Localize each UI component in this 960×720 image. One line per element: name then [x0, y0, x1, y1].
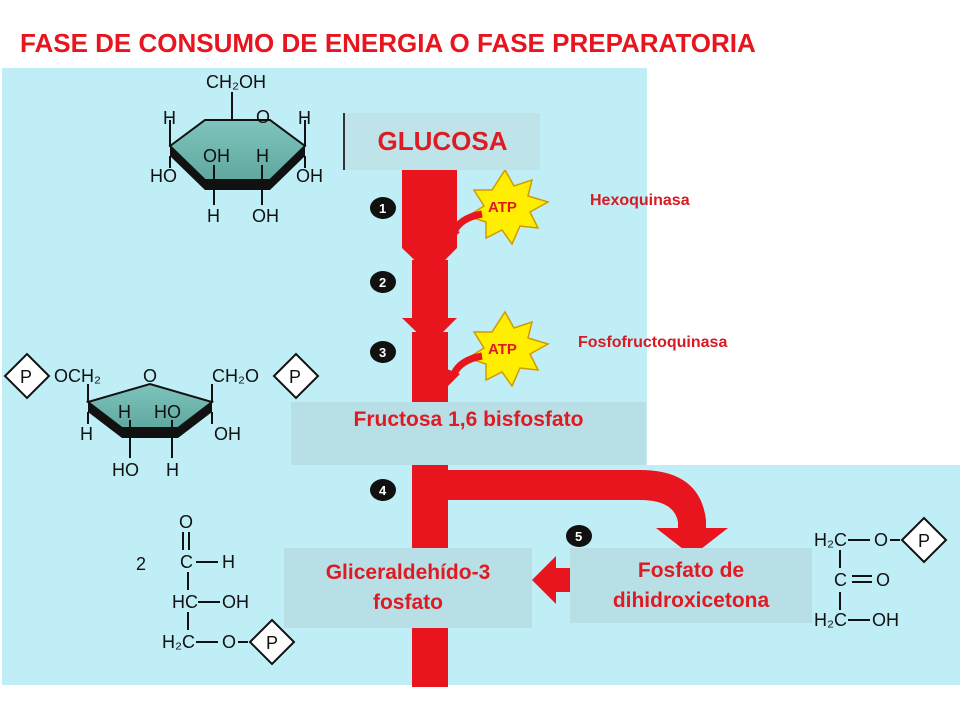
dhap-label-line-2: dihidroxicetona [612, 588, 770, 612]
svg-text:OH: OH [203, 146, 230, 166]
svg-text:O: O [876, 570, 890, 590]
step-badge-5: 5 [566, 525, 592, 547]
svg-text:2: 2 [136, 554, 146, 574]
atp-arrow-1 [450, 210, 483, 234]
svg-text:H: H [298, 108, 311, 128]
svg-text:CH₂OH: CH₂OH [206, 72, 266, 92]
atp-arrow-2 [450, 352, 483, 376]
svg-text:O: O [874, 530, 888, 550]
split-arrow [448, 470, 728, 556]
fructose-bisphosphate-label: Fructosa 1,6 bisfosfato [291, 402, 646, 465]
step-badge-2: 2 [370, 271, 396, 293]
atp-star-1: ATP [466, 168, 550, 246]
svg-text:OH: OH [222, 592, 249, 612]
svg-text:5: 5 [575, 529, 582, 544]
glucose-label: GLUCOSA [343, 113, 540, 170]
svg-text:H₂C: H₂C [162, 632, 195, 652]
svg-text:4: 4 [379, 483, 387, 498]
svg-text:OCH₂: OCH₂ [54, 366, 101, 386]
dihydroxyacetone-phosphate-label: Fosfato de dihidroxicetona [570, 548, 812, 623]
svg-text:H: H [163, 108, 176, 128]
svg-text:H: H [80, 424, 93, 444]
pathway-arrow [402, 168, 457, 687]
dhap-structure: H₂C O P C O H₂C OH [814, 516, 948, 630]
svg-text:OH: OH [296, 166, 323, 186]
isomerase-arrow [532, 556, 572, 604]
gap-structure: 2 O C H HC OH H₂C O P [136, 512, 296, 666]
page-title: FASE DE CONSUMO DE ENERGIA O FASE PREPAR… [20, 28, 756, 58]
svg-text:HO: HO [112, 460, 139, 480]
svg-text:OH: OH [872, 610, 899, 630]
atp-arrowhead-2 [444, 368, 460, 386]
svg-text:H: H [207, 206, 220, 226]
svg-text:H: H [222, 552, 235, 572]
svg-text:O: O [179, 512, 193, 532]
svg-text:CH₂O: CH₂O [212, 366, 259, 386]
atp-arrowhead-1 [444, 226, 460, 244]
svg-text:ATP: ATP [488, 341, 517, 358]
svg-text:O: O [222, 632, 236, 652]
atp-star-2: ATP [466, 310, 550, 388]
svg-text:3: 3 [379, 345, 386, 360]
svg-text:P: P [266, 633, 278, 653]
step-badge-4: 4 [370, 479, 396, 501]
svg-text:O: O [256, 107, 270, 127]
glyceraldehyde-3-phosphate-label: Gliceraldehído-3 fosfato [284, 548, 532, 628]
svg-text:P: P [289, 367, 301, 387]
svg-text:2: 2 [379, 275, 386, 290]
svg-text:C: C [834, 570, 847, 590]
glucose-structure: CH₂OH O H H HO OH OH H H OH [150, 72, 323, 226]
svg-text:OH: OH [214, 424, 241, 444]
svg-text:HO: HO [150, 166, 177, 186]
svg-text:H: H [166, 460, 179, 480]
svg-text:1: 1 [379, 201, 386, 216]
svg-text:ATP: ATP [488, 199, 517, 216]
svg-text:P: P [918, 531, 930, 551]
svg-text:C: C [180, 552, 193, 572]
svg-text:P: P [20, 367, 32, 387]
gap-label-line-1: Gliceraldehído-3 [325, 561, 491, 584]
svg-text:OH: OH [252, 206, 279, 226]
svg-text:H₂C: H₂C [814, 530, 847, 550]
fructose-structure: P P OCH₂ CH₂O O H HO H OH HO H [3, 352, 320, 480]
svg-text:H: H [118, 402, 131, 422]
step-badge-1: 1 [370, 197, 396, 219]
gap-label-line-2: fosfato [372, 591, 443, 614]
svg-text:HO: HO [154, 402, 181, 422]
dhap-label-line-1: Fosfato de [637, 558, 745, 582]
svg-text:HC: HC [172, 592, 198, 612]
step-badge-3: 3 [370, 341, 396, 363]
svg-text:H₂C: H₂C [814, 610, 847, 630]
enzyme-hexokinase-label: Hexoquinasa [590, 192, 690, 209]
svg-text:O: O [143, 366, 157, 386]
enzyme-phosphofructokinase-label: Fosfofructoquinasa [578, 334, 728, 351]
svg-text:H: H [256, 146, 269, 166]
